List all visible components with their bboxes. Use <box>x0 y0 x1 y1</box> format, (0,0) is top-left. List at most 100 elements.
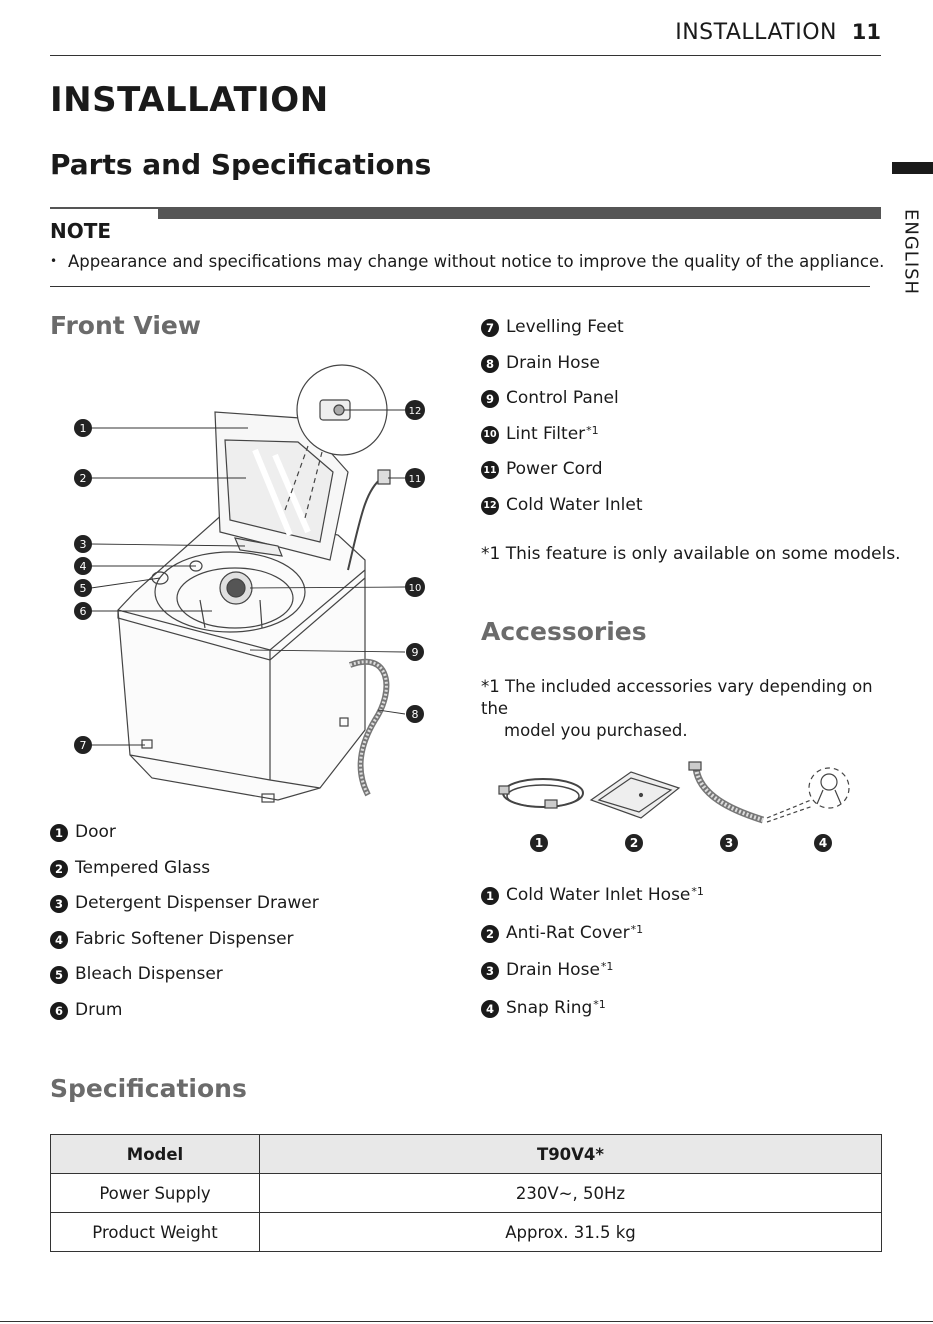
item-label: Drum <box>75 999 123 1020</box>
page-number: 11 <box>851 20 881 44</box>
page-subtitle: Parts and Specifications <box>50 148 432 181</box>
item-label: Lint Filter <box>506 423 586 444</box>
svg-text:5: 5 <box>80 582 87 595</box>
header-section-title: INSTALLATION <box>675 20 837 45</box>
language-tab-label: ENGLISH <box>900 209 922 296</box>
item-number: 5 <box>50 966 68 984</box>
washing-machine-diagram: 1 2 3 4 5 6 7 8 9 10 11 12 <box>74 364 425 803</box>
svg-text:4: 4 <box>819 836 827 850</box>
svg-text:2: 2 <box>630 836 638 850</box>
item-label: Control Panel <box>506 388 619 408</box>
item-label: Anti-Rat Cover <box>506 922 630 943</box>
list-item: 5 Bleach Dispenser <box>50 964 319 1000</box>
callout-7: 7 <box>74 736 92 754</box>
svg-text:7: 7 <box>80 739 87 752</box>
table-header-cell: T90V4* <box>259 1134 882 1174</box>
footnote-mark: *1 <box>691 885 704 898</box>
front-view-parts-list-left: 1 Door 2 Tempered Glass 3 Detergent Dispens… <box>50 822 319 1035</box>
item-number: 10 <box>481 425 499 444</box>
front-view-heading: Front View <box>50 311 201 340</box>
item-label: Fabric Softener Dispenser <box>75 928 294 949</box>
svg-text:3: 3 <box>725 836 733 850</box>
note-top-line <box>50 207 158 209</box>
note-title: NOTE <box>50 219 112 243</box>
list-item: 6 Drum <box>50 1000 319 1036</box>
footnote-mark: *1 <box>600 960 614 973</box>
header-divider <box>50 55 881 56</box>
callout-leader-lines <box>90 409 406 746</box>
item-number: 7 <box>481 319 499 337</box>
svg-text:12: 12 <box>409 406 422 417</box>
item-label: Drain Hose <box>506 960 600 980</box>
table-cell: 230V~, 50Hz <box>259 1173 882 1213</box>
item-label: Door <box>75 822 116 842</box>
table-row: Power Supply 230V~, 50Hz <box>50 1173 882 1213</box>
svg-text:1: 1 <box>80 422 87 435</box>
item-number: 1 <box>481 887 499 905</box>
note-bottom-divider <box>50 286 870 287</box>
item-label: Tempered Glass <box>75 857 211 878</box>
list-item: 4 Fabric Softener Dispenser <box>50 929 319 965</box>
accessories-heading: Accessories <box>481 617 647 646</box>
accessories-footnote: *1 The included accessories vary dependi… <box>481 676 881 742</box>
acc-callout-3: 3 <box>720 834 738 852</box>
accessories-footnote-line2: model you purchased. <box>504 721 688 740</box>
list-item: 1 Door <box>50 822 319 858</box>
bullet-mark: • <box>50 254 58 268</box>
feature-footnote: *1 This feature is only available on som… <box>481 544 901 564</box>
item-label: Cold Water Inlet <box>506 494 643 515</box>
item-number: 6 <box>50 1001 68 1020</box>
note-bullet-item: • Appearance and specifications may chang… <box>50 252 884 271</box>
callout-4: 4 <box>74 557 92 575</box>
item-number: 11 <box>481 461 499 479</box>
item-number: 2 <box>50 859 68 878</box>
item-number: 3 <box>50 895 68 913</box>
callout-5: 5 <box>74 579 92 597</box>
callout-6: 6 <box>74 602 92 620</box>
drain-hose-illustration <box>688 761 765 824</box>
item-number: 4 <box>50 930 68 949</box>
anti-rat-cover-illustration <box>589 771 681 819</box>
acc-callout-4: 4 <box>814 834 832 852</box>
item-label: Detergent Dispenser Drawer <box>75 893 319 913</box>
callout-1: 1 <box>74 419 92 437</box>
svg-text:8: 8 <box>412 708 419 721</box>
footnote-mark: *1 <box>593 997 606 1011</box>
item-label: Bleach Dispenser <box>75 964 223 984</box>
callout-11: 11 <box>405 468 425 488</box>
callout-12: 12 <box>405 400 425 420</box>
list-item: 2 Tempered Glass <box>50 858 319 894</box>
item-label: Cold Water Inlet Hose <box>506 885 691 905</box>
note-text: Appearance and specifications may change… <box>68 252 885 271</box>
callout-9: 9 <box>406 643 424 661</box>
svg-text:4: 4 <box>80 560 87 573</box>
item-label: Snap Ring <box>506 997 593 1018</box>
inlet-hose-illustration <box>498 778 584 809</box>
item-number: 4 <box>481 999 499 1018</box>
svg-text:9: 9 <box>412 646 419 659</box>
snap-ring-illustration <box>766 767 850 823</box>
footnote-mark: *1 <box>630 922 644 936</box>
table-header-row: Model T90V4* <box>50 1134 882 1174</box>
washer-illustration <box>117 364 391 803</box>
svg-text:6: 6 <box>80 605 87 618</box>
accessories-footnote-line1: *1 The included accessories vary dependi… <box>481 677 873 718</box>
table-cell: Product Weight <box>50 1212 260 1252</box>
item-number: 9 <box>481 390 499 408</box>
specifications-heading: Specifications <box>50 1074 247 1103</box>
item-label: Power Cord <box>506 459 603 479</box>
accessories-diagram: 1 2 3 4 <box>498 761 850 852</box>
item-number: 3 <box>481 962 499 980</box>
footer-divider <box>0 1321 933 1322</box>
list-item: 11 Power Cord <box>481 459 642 495</box>
svg-text:2: 2 <box>80 472 87 485</box>
svg-text:1: 1 <box>535 836 543 850</box>
svg-text:10: 10 <box>409 583 422 594</box>
specifications-table: Model T90V4* Power Supply 230V~, 50Hz Pr… <box>50 1134 882 1252</box>
item-number: 1 <box>50 824 68 842</box>
